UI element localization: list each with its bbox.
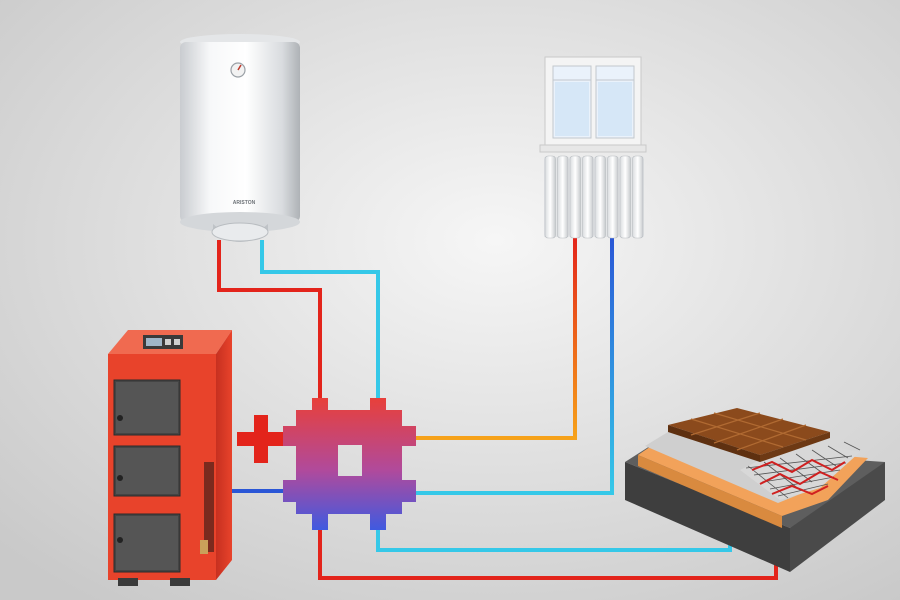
water-heater-cold-pipe [260,240,380,400]
radiator-section [632,155,644,239]
plus-icon [237,415,285,463]
solid-fuel-boiler [108,330,232,586]
radiator-section [569,155,581,239]
radiator-section [557,155,569,239]
radiator-section [582,155,594,239]
radiator-section [619,155,631,239]
water-heater: ARISTON [180,34,300,242]
radiator-supply-pipe [412,236,577,440]
water-heater-brand-label: ARISTON [233,200,256,206]
underfloor-heating [625,408,885,572]
water-heater-hot-pipe [217,240,322,400]
window [539,56,647,153]
radiator-return-pipe [412,236,614,495]
radiator-section [594,155,606,239]
distribution-manifold [283,398,416,530]
radiator [544,155,644,239]
radiator-section [544,155,556,239]
radiator-section [607,155,619,239]
